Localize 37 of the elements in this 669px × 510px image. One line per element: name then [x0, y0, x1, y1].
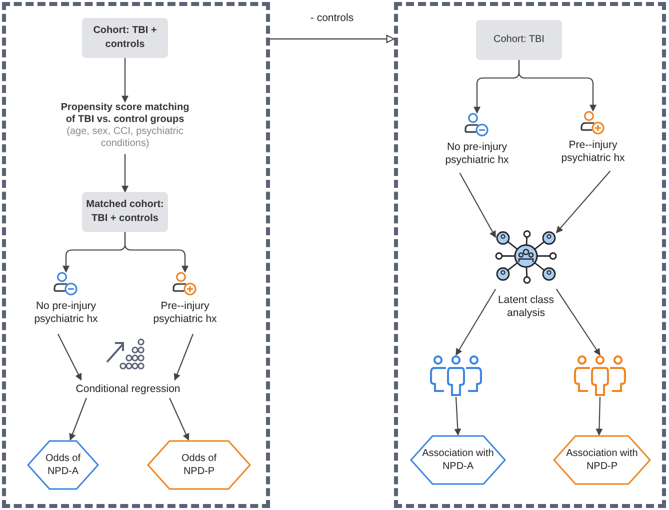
- step-label: Conditional regression: [76, 382, 180, 396]
- cohort-box: [82, 18, 168, 58]
- box-label: Cohort: TBI + controls: [92, 24, 158, 52]
- group-label: No pre-injury psychiatric hx: [444, 141, 510, 167]
- arrow: [169, 398, 190, 441]
- arrow: [596, 396, 603, 436]
- dashed-panel: [2, 2, 270, 508]
- outcome-label: Odds of NPD-P: [180, 452, 218, 478]
- box-label: Cohort: TBI: [494, 33, 544, 47]
- dashed-panel: [394, 2, 666, 508]
- arrow: [69, 398, 87, 441]
- arrow: [518, 60, 596, 112]
- group-label: Pre--injury psychiatric hx: [152, 300, 218, 326]
- group-label: Pre--injury psychiatric hx: [560, 139, 626, 165]
- people-group-icon: [428, 355, 484, 397]
- arrow: [58, 334, 82, 381]
- arrow: [556, 288, 600, 356]
- arrow: [454, 396, 462, 436]
- arrow: [459, 172, 496, 238]
- people-group-icon: [572, 355, 628, 397]
- step-label: Propensity score matching of TBI vs. control groups: [60, 102, 190, 126]
- arrow: [122, 58, 128, 103]
- outcome-label: Association with NPD-P: [565, 447, 639, 473]
- outcome-label: Association with NPD-A: [421, 447, 495, 473]
- cohort-box: [476, 20, 562, 60]
- arrow: [174, 334, 194, 381]
- step-label: Latent class analysis: [496, 294, 556, 320]
- arrow: [122, 154, 128, 193]
- group-label: No pre-injury psychiatric hx: [33, 300, 99, 326]
- arrow: [456, 288, 496, 356]
- arrow: [124, 232, 188, 273]
- outcome-label: Odds of NPD-A: [44, 452, 82, 478]
- arrow: [270, 34, 395, 44]
- step-note: (age, sex, CCI, psychiatric conditions): [66, 126, 184, 150]
- cohort-box: [82, 192, 168, 232]
- box-label: Matched cohort: TBI + controls: [85, 198, 165, 226]
- arrow: [556, 170, 611, 234]
